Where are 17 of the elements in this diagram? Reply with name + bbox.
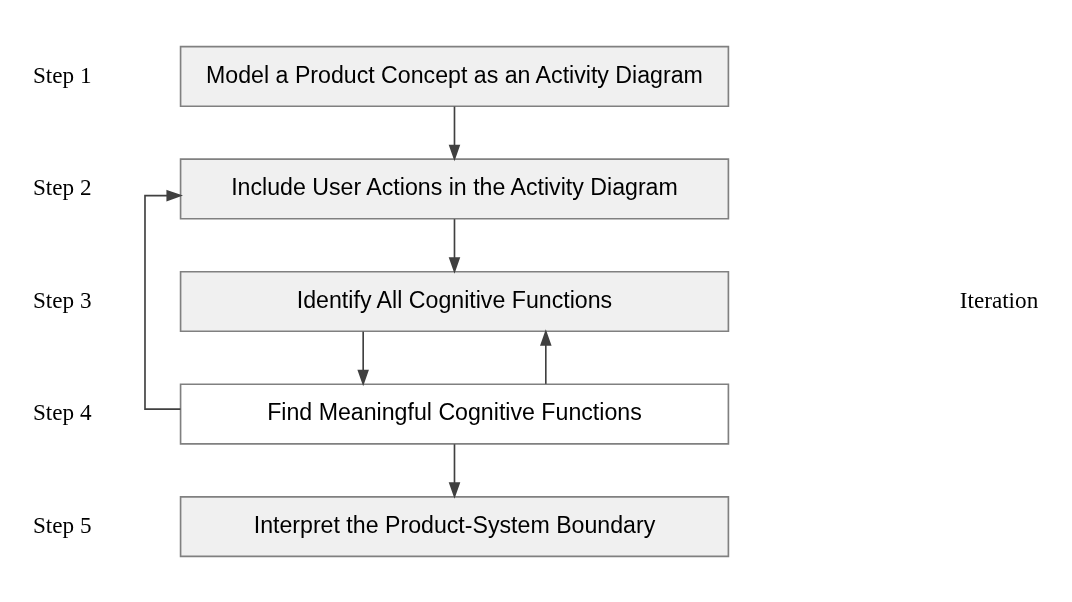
arrow [540,328,552,385]
arrow [448,105,461,161]
node-label: Step 2 [32,173,92,200]
arrow [144,189,183,410]
node-label: Step 1 [32,61,92,88]
node-box: Include User Actions in the Activity Diagram [179,157,730,220]
arrow [448,217,461,274]
arrow [357,330,369,386]
label: Iteration [959,286,1039,313]
node-label: Step 5 [32,511,92,538]
node-label: Step 4 [32,398,92,425]
node-box: Identify All Cognitive Functions [179,270,730,332]
node-box: Model a Product Concept as an Activity Diagram [179,45,730,107]
node-label: Step 3 [32,286,92,313]
node-box: Interpret the Product-System Boundary [179,495,730,557]
node-box: Find Meaningful Cognitive Functions [179,382,730,445]
arrow [448,442,461,499]
